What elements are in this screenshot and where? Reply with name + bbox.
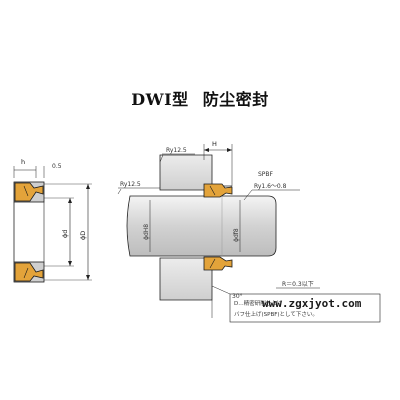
installed-seal-top xyxy=(203,183,233,198)
label-spbf-ry: Ry1.6～0.8 xyxy=(254,183,287,190)
piston-rod xyxy=(126,195,277,257)
label-d-large: ϕD xyxy=(79,231,87,240)
label-df8: ϕdf8 xyxy=(233,228,240,242)
label-ry-top: Ry12.5 xyxy=(166,147,187,154)
title-model: DWI型 xyxy=(131,90,189,109)
installed-seal-bottom xyxy=(203,256,233,271)
angle-leader xyxy=(211,285,231,295)
label-h: h xyxy=(21,158,25,166)
label-h-value: 0.5 xyxy=(52,163,62,170)
label-radius: R＝0.3以下 xyxy=(282,281,314,288)
label-angle: 30° xyxy=(232,293,243,300)
ry-top-tick xyxy=(159,154,164,163)
note-box xyxy=(229,293,381,323)
page-title: DWI型 防尘密封 xyxy=(0,86,400,110)
note-line-1: D…精密研削仕上げ xyxy=(234,299,283,307)
label-dh8: ϕdH8 xyxy=(143,224,150,240)
label-ry-left: Ry12.5 xyxy=(120,181,141,188)
watermark-text: www.zgxjyot.com xyxy=(262,297,362,310)
label-H: H xyxy=(212,140,217,148)
label-d-small: ϕd xyxy=(61,230,69,238)
title-name: 防尘密封 xyxy=(202,90,269,109)
seal-section-view: h 0.5 ϕd xyxy=(13,158,92,283)
upper-seal-profile xyxy=(13,181,45,203)
note-line-2: バフ仕上げ(SPBF)として下さい。 xyxy=(234,310,318,318)
ry-left-tick xyxy=(117,188,122,195)
installation-view: H Ry12.5 Ry12.5 SPBF Ry1.6～0.8 ϕdH8 ϕdf8 xyxy=(117,140,381,323)
label-spbf: SPBF xyxy=(258,171,274,178)
spbf-pointer xyxy=(243,189,253,201)
lower-seal-profile xyxy=(13,261,45,283)
